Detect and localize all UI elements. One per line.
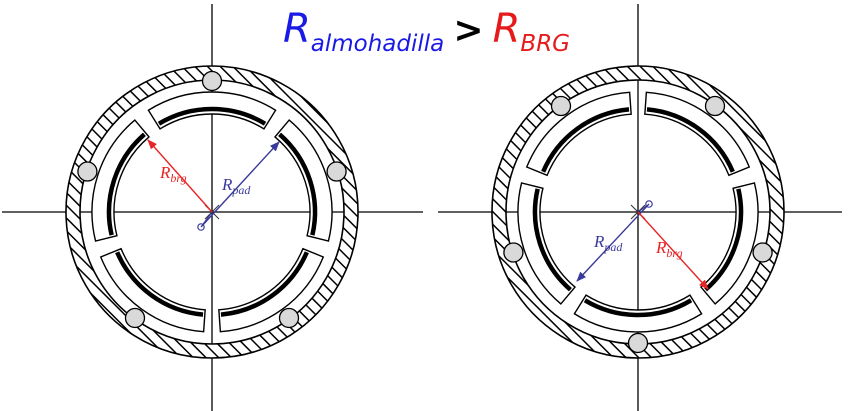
title: Ralmohadilla > RBRG (0, 6, 853, 57)
pad-running-face (532, 188, 572, 292)
pad (91, 119, 150, 242)
pad-running-face (541, 107, 630, 173)
pad-pivot (201, 70, 223, 92)
pad-pivot (503, 242, 524, 263)
bearing-left: Rbrg Rpad (2, 4, 423, 411)
pad-pivot (326, 161, 347, 182)
pad-radius-arrow-left (200, 141, 280, 228)
rbrg-label-left: Rbrg (159, 163, 187, 185)
pad-running-face (583, 298, 693, 318)
pads-left (77, 70, 347, 333)
rpad-label-left: Rpad (221, 175, 251, 197)
pad-running-face (278, 132, 318, 236)
pads-right (503, 91, 773, 354)
bearing-right: Rpad Rbrg (438, 4, 842, 411)
rpad-label-right: Rpad (593, 232, 623, 254)
title-left-term: Ralmohadilla (283, 6, 449, 57)
pad-pivot (124, 307, 146, 329)
bearing-radius-arrow-left (147, 139, 213, 213)
pad-running-face (157, 106, 267, 126)
pad-radius-arrow-right (576, 203, 650, 282)
title-right-symbol: R (492, 6, 521, 52)
pad-pivot (704, 95, 726, 117)
pad-running-face (220, 251, 309, 317)
pad-pivot (752, 242, 773, 263)
pad-running-face (646, 107, 735, 173)
pad-pivot (278, 307, 300, 329)
bearing-radius-arrow-right (637, 211, 709, 290)
pad (517, 182, 576, 305)
title-right-term: RBRG (493, 6, 570, 57)
pad-pivot (77, 161, 98, 182)
pad-running-face (106, 132, 146, 236)
title-comparator: > (453, 10, 484, 51)
housing-ring-left (65, 65, 359, 359)
title-left-symbol: R (282, 6, 311, 52)
title-right-subscript: BRG (520, 31, 571, 57)
pad-running-face (115, 251, 204, 317)
pad (700, 182, 759, 305)
title-left-subscript: almohadilla (310, 31, 445, 57)
pad-pivot (550, 95, 572, 117)
pad (274, 119, 333, 242)
pad-running-face (704, 188, 744, 292)
pad-pivot (627, 332, 649, 354)
rbrg-label-right: Rbrg (655, 238, 683, 260)
